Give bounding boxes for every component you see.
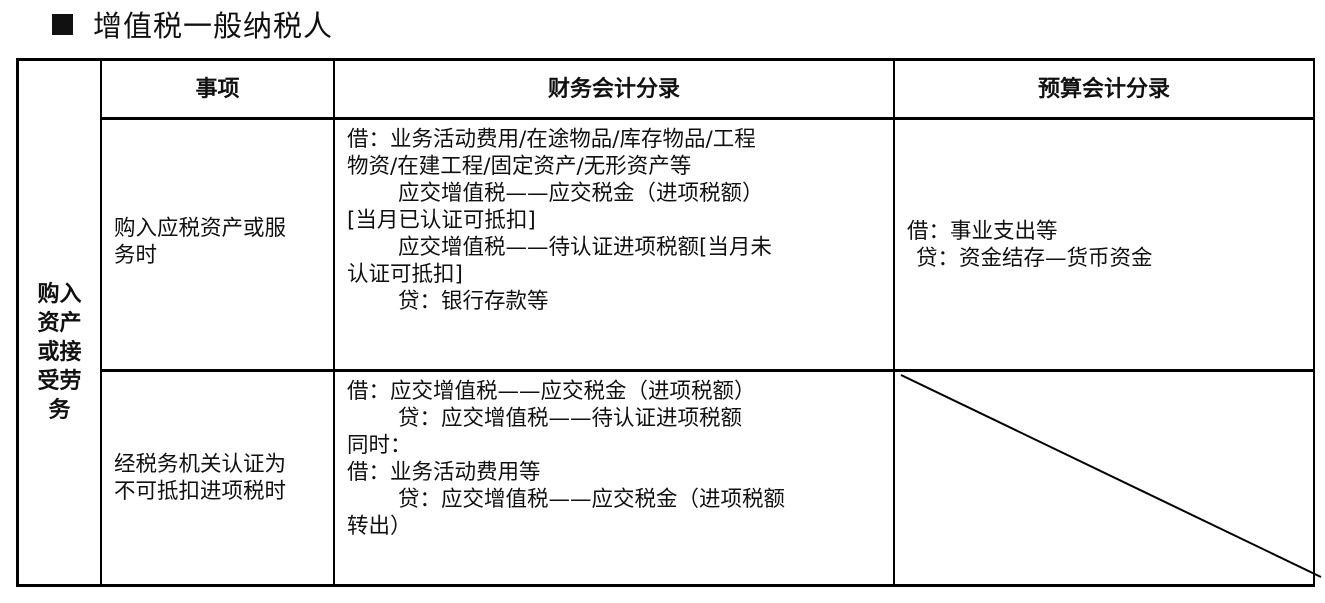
row-divider xyxy=(101,369,1315,372)
section-title-text: 增值税一般纳税人 xyxy=(93,9,334,43)
entry-line: 贷：应交增值税——待认证进项税额 xyxy=(398,406,743,431)
entry-line: 借：业务活动费用/在途物品/库存物品/工程 xyxy=(347,127,756,152)
header-financial-accounting: 财务会计分录 xyxy=(335,61,893,117)
header-divider xyxy=(101,117,1315,120)
group-label-cell: 购入资产或接受劳务 xyxy=(19,120,100,584)
entry-line: 应交增值税——应交税金（进项税额） xyxy=(398,181,764,206)
entry-line: 应交增值税——待认证进项税额[当月未 xyxy=(398,235,772,260)
journal-entry-table: 事项 财务会计分录 预算会计分录 购入资产或接受劳务 购入应税资产或服务时 借：… xyxy=(16,58,1322,587)
entry-line: [当月已认证可抵扣] xyxy=(347,208,536,233)
header-blank xyxy=(19,61,100,117)
row-2-item: 经税务机关认证为不可抵扣进项税时 xyxy=(102,372,333,584)
entry-line: 贷：应交增值税——应交税金（进项税额 xyxy=(398,487,786,512)
header-item: 事项 xyxy=(102,61,333,117)
section-title: 增值税一般纳税人 xyxy=(52,4,333,44)
entry-line: 借：应交增值税——应交税金（进项税额） xyxy=(347,379,756,404)
table-border-bottom xyxy=(16,584,1315,587)
entry-line: 借：业务活动费用等 xyxy=(347,460,541,485)
entry-line: 贷：资金结存—货币资金 xyxy=(916,245,1153,271)
row-2-budget-entry-struck xyxy=(895,372,1322,584)
row-2-financial-entry: 借：应交增值税——应交税金（进项税额） 贷：应交增值税——待认证进项税额 同时：… xyxy=(335,378,893,584)
row-1-financial-entry: 借：业务活动费用/在途物品/库存物品/工程 物资/在建工程/固定资产/无形资产等… xyxy=(335,126,893,369)
column-divider-1 xyxy=(100,58,102,587)
black-square-bullet-icon xyxy=(52,13,73,35)
entry-line: 借：事业支出等 xyxy=(907,218,1058,244)
row-1-item-text: 购入应税资产或服务时 xyxy=(114,215,287,268)
table-border-top xyxy=(16,58,1315,61)
row-1-item: 购入应税资产或服务时 xyxy=(102,120,333,369)
group-label: 购入资产或接受劳务 xyxy=(37,281,82,423)
header-budget-label: 预算会计分录 xyxy=(1037,76,1170,102)
entry-line: 同时： xyxy=(347,433,412,458)
row-2-item-text: 经税务机关认证为不可抵扣进项税时 xyxy=(114,452,287,504)
entry-line: 认证可抵扣] xyxy=(347,262,463,287)
header-financial-label: 财务会计分录 xyxy=(547,76,680,102)
entry-line: 物资/在建工程/固定资产/无形资产等 xyxy=(347,154,692,179)
header-budget-accounting: 预算会计分录 xyxy=(895,61,1313,117)
column-divider-3 xyxy=(893,58,895,587)
row-1-budget-entry: 借：事业支出等 贷：资金结存—货币资金 xyxy=(895,120,1313,369)
entry-line: 转出） xyxy=(347,514,412,539)
header-item-label: 事项 xyxy=(195,76,240,102)
table-border-left xyxy=(16,58,19,587)
table-border-right xyxy=(1313,58,1315,587)
column-divider-2 xyxy=(333,58,335,587)
diagonal-strike-line xyxy=(900,374,1322,578)
entry-line: 贷：银行存款等 xyxy=(398,289,549,314)
